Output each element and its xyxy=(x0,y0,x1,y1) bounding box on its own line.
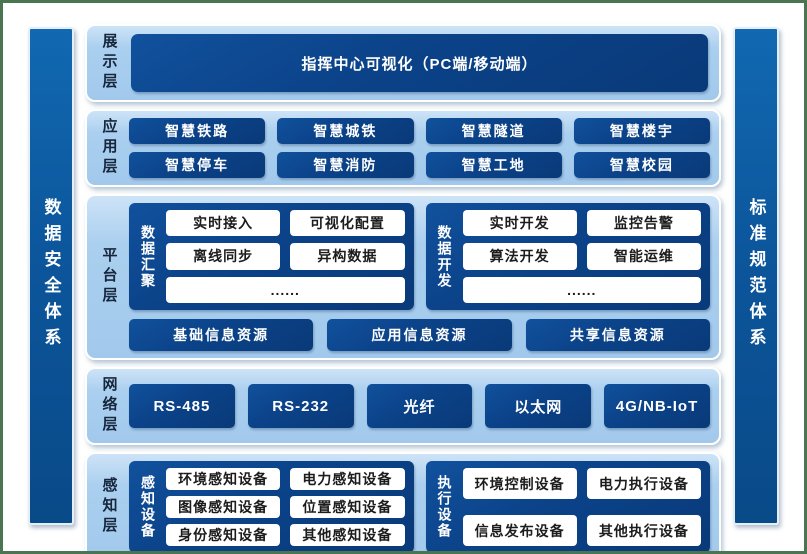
network-chip: RS-232 xyxy=(247,384,354,428)
platform-chip: 异构数据 xyxy=(290,243,405,270)
platform-chip: 监控告警 xyxy=(586,210,701,237)
resource-chip: 共享信息资源 xyxy=(525,319,710,351)
platform-chip: 算法开发 xyxy=(462,243,577,270)
device-chip: 图像感知设备 xyxy=(166,496,281,518)
platform-chip-ellipsis: ...... xyxy=(462,276,701,303)
platform-chip: 智能运维 xyxy=(586,243,701,270)
sensing-devices-grid: 环境感知设备 电力感知设备 图像感知设备 位置感知设备 身份感知设备 其他感知设… xyxy=(166,468,405,546)
network-layer-panel: 网络层 RS-485 RS-232 光纤 以太网 4G/NB-IoT xyxy=(85,367,721,445)
platform-layer-panel: 平台层 数据汇聚 实时接入 可视化配置 离线同步 异构数据 ...... xyxy=(85,194,721,360)
standards-pillar: 标准规范体系 xyxy=(733,27,779,525)
data-development-group-label: 数据开发 xyxy=(436,224,453,289)
data-aggregation-group: 数据汇聚 实时接入 可视化配置 离线同步 异构数据 ...... xyxy=(129,203,414,310)
device-chip: 电力执行设备 xyxy=(586,468,701,499)
platform-chip: 实时接入 xyxy=(166,210,281,237)
application-grid: 智慧铁路 智慧城铁 智慧隧道 智慧楼宇 智慧停车 智慧消防 智慧工地 智慧校园 xyxy=(129,118,710,178)
app-chip: 智慧楼宇 xyxy=(573,118,710,144)
network-chip: 以太网 xyxy=(485,384,592,428)
platform-column: 数据汇聚 实时接入 可视化配置 离线同步 异构数据 ...... 数据开发 xyxy=(129,203,710,351)
application-layer-panel: 应用层 智慧铁路 智慧城铁 智慧隧道 智慧楼宇 智慧停车 智慧消防 智慧工地 智… xyxy=(85,109,721,187)
display-layer-content: 指挥中心可视化（PC端/移动端） xyxy=(129,33,710,93)
app-chip: 智慧消防 xyxy=(277,152,414,178)
device-chip: 位置感知设备 xyxy=(290,496,405,518)
device-chip: 其他执行设备 xyxy=(586,515,701,546)
sensing-devices-group-label: 感知设备 xyxy=(140,475,156,539)
network-layer-content: RS-485 RS-232 光纤 以太网 4G/NB-IoT xyxy=(129,376,710,436)
device-chip: 电力感知设备 xyxy=(290,468,405,490)
data-aggregation-chip-grid: 实时接入 可视化配置 离线同步 异构数据 ...... xyxy=(166,210,405,303)
device-chip: 环境感知设备 xyxy=(166,468,281,490)
platform-chip: 离线同步 xyxy=(166,243,281,270)
sensing-devices-group: 感知设备 环境感知设备 电力感知设备 图像感知设备 位置感知设备 身份感知设备 … xyxy=(129,461,414,551)
platform-chip-ellipsis: ...... xyxy=(166,276,405,303)
device-chip: 环境控制设备 xyxy=(462,468,577,499)
platform-chip: 实时开发 xyxy=(462,210,577,237)
app-chip: 智慧城铁 xyxy=(277,118,414,144)
network-chip: 4G/NB-IoT xyxy=(604,384,710,428)
standards-pillar-label: 标准规范体系 xyxy=(746,198,766,354)
resource-chip: 基础信息资源 xyxy=(129,319,314,351)
platform-chip: 可视化配置 xyxy=(290,210,405,237)
resource-row: 基础信息资源 应用信息资源 共享信息资源 xyxy=(129,319,710,351)
perception-layer-content: 感知设备 环境感知设备 电力感知设备 图像感知设备 位置感知设备 身份感知设备 … xyxy=(129,461,710,551)
data-aggregation-group-label: 数据汇聚 xyxy=(140,224,156,289)
display-layer-panel: 展示层 指挥中心可视化（PC端/移动端） xyxy=(85,24,721,102)
application-layer-label: 应用层 xyxy=(100,118,118,178)
platform-layer-label: 平台层 xyxy=(100,247,118,307)
app-chip: 智慧校园 xyxy=(573,152,710,178)
data-security-pillar-label: 数据安全体系 xyxy=(41,198,61,354)
display-layer-label: 展示层 xyxy=(100,33,118,93)
network-chip: RS-485 xyxy=(129,384,235,428)
application-layer-content: 智慧铁路 智慧城铁 智慧隧道 智慧楼宇 智慧停车 智慧消防 智慧工地 智慧校园 xyxy=(129,118,710,178)
actuator-devices-group-label: 执行设备 xyxy=(436,475,453,539)
device-chip: 信息发布设备 xyxy=(462,515,577,546)
network-row: RS-485 RS-232 光纤 以太网 4G/NB-IoT xyxy=(129,376,710,436)
data-development-group: 数据开发 实时开发 监控告警 算法开发 智能运维 ...... xyxy=(425,203,710,310)
platform-layer-content: 数据汇聚 实时接入 可视化配置 离线同步 异构数据 ...... 数据开发 xyxy=(129,203,710,351)
app-chip: 智慧隧道 xyxy=(425,118,562,144)
platform-groups: 数据汇聚 实时接入 可视化配置 离线同步 异构数据 ...... 数据开发 xyxy=(129,203,710,310)
data-security-pillar: 数据安全体系 xyxy=(28,27,74,525)
actuator-devices-grid: 环境控制设备 电力执行设备 信息发布设备 其他执行设备 xyxy=(462,468,701,546)
command-center-bar: 指挥中心可视化（PC端/移动端） xyxy=(131,34,708,92)
device-chip: 身份感知设备 xyxy=(166,524,281,546)
network-layer-label: 网络层 xyxy=(100,376,118,436)
perception-layer-panel: 感知层 感知设备 环境感知设备 电力感知设备 图像感知设备 位置感知设备 身份感… xyxy=(85,452,721,551)
resource-chip: 应用信息资源 xyxy=(327,319,512,351)
device-chip: 其他感知设备 xyxy=(290,524,405,546)
perception-layer-label: 感知层 xyxy=(100,477,118,537)
app-chip: 智慧工地 xyxy=(425,152,562,178)
actuator-devices-group: 执行设备 环境控制设备 电力执行设备 信息发布设备 其他执行设备 xyxy=(425,461,710,551)
data-development-chip-grid: 实时开发 监控告警 算法开发 智能运维 ...... xyxy=(462,210,701,303)
app-chip: 智慧停车 xyxy=(129,152,266,178)
network-chip: 光纤 xyxy=(366,384,473,428)
app-chip: 智慧铁路 xyxy=(129,118,266,144)
layer-stack: 展示层 指挥中心可视化（PC端/移动端） 应用层 智慧铁路 智慧城铁 智慧隧道 … xyxy=(85,24,721,551)
device-groups: 感知设备 环境感知设备 电力感知设备 图像感知设备 位置感知设备 身份感知设备 … xyxy=(129,461,710,551)
